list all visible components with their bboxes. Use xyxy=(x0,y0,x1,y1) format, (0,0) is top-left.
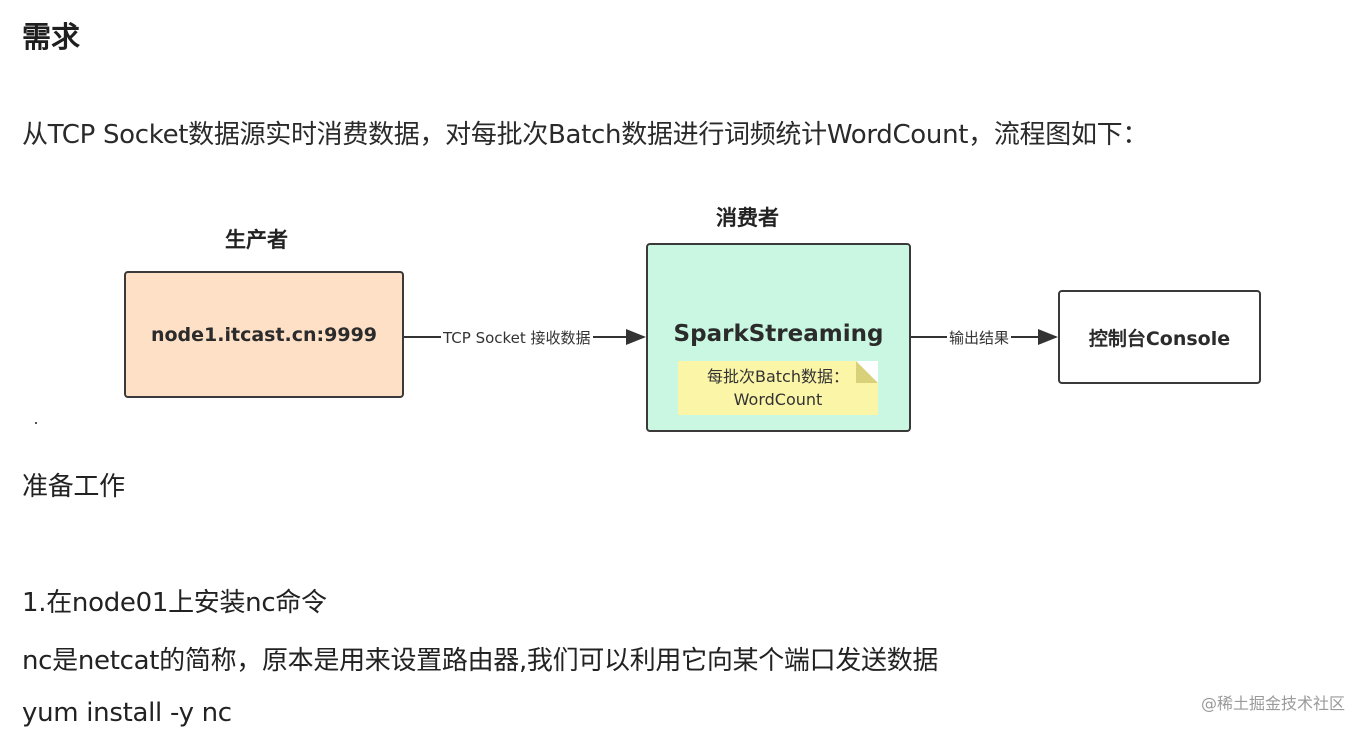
install-command: yum install -y nc xyxy=(22,698,232,728)
note-fold-icon xyxy=(856,361,878,383)
step1-description: nc是netcat的简称，原本是用来设置路由器,我们可以利用它向某个端口发送数据 xyxy=(22,646,939,676)
consumer-box-label: SparkStreaming xyxy=(673,321,884,347)
producer-box-label: node1.itcast.cn:9999 xyxy=(150,323,378,346)
diagram-arrows xyxy=(404,329,1058,345)
batch-note: 每批次Batch数据： WordCount xyxy=(678,361,878,415)
step1-title: 1.在node01上安装nc命令 xyxy=(22,588,327,618)
console-box: 控制台Console xyxy=(1058,290,1261,384)
note-line-1: 每批次Batch数据： xyxy=(707,367,849,386)
stray-dot xyxy=(35,422,37,424)
console-box-label: 控制台Console xyxy=(1088,327,1231,350)
edge-label-output: 输出结果 xyxy=(947,327,1012,348)
watermark: @稀土掘金技术社区 xyxy=(1200,694,1345,713)
producer-box: node1.itcast.cn:9999 xyxy=(124,271,404,398)
edge-label-tcp: TCP Socket 接收数据 xyxy=(441,327,593,348)
consumer-box: SparkStreaming 每批次Batch数据： WordCount xyxy=(646,243,911,432)
section-heading: 需求 xyxy=(22,20,81,54)
note-line-2: WordCount xyxy=(733,390,823,409)
producer-label: 生产者 xyxy=(225,228,288,252)
intro-paragraph: 从TCP Socket数据源实时消费数据，对每批次Batch数据进行词频统计Wo… xyxy=(22,120,1149,150)
prep-title: 准备工作 xyxy=(22,472,125,502)
consumer-label: 消费者 xyxy=(716,206,779,230)
flow-diagram: 生产者 消费者 node1.itcast.cn:9999 SparkStream… xyxy=(0,190,1367,450)
